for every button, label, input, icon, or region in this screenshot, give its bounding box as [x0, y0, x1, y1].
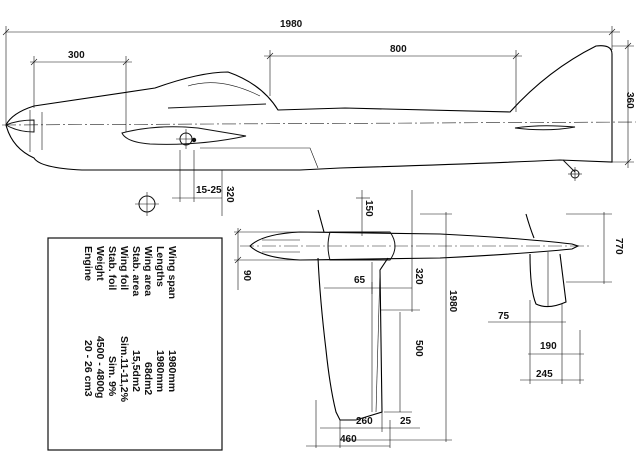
dim-height: 360: [624, 92, 635, 109]
spec-table: Wing span Lengths Wing area Stab. area W…: [82, 246, 178, 403]
spec-label-1: Wing span: [166, 246, 178, 299]
spec-value-3: 68dm2: [142, 362, 154, 395]
dim-top-span: 1980: [280, 19, 303, 30]
spec-label-4: Stab. area: [130, 246, 142, 296]
spec-table-frame: [47, 237, 223, 451]
dim-root-460: 460: [340, 434, 357, 445]
spec-label-6: Stab. foil: [106, 246, 118, 290]
dim-stab-75: 75: [498, 311, 510, 322]
dim-nose-to-cockpit: 300: [68, 50, 85, 61]
dim-cg-range: 15-25: [196, 185, 222, 196]
dim-stab-245: 245: [536, 369, 553, 380]
spec-value-6: Sim. 9%: [106, 356, 118, 397]
side-view: [1, 45, 637, 181]
spec-label-5: Wing foil: [118, 246, 130, 290]
dim-wing-500: 500: [413, 340, 424, 357]
dim-tip-25: 25: [400, 416, 412, 427]
dim-wing-rib-pos: 320: [224, 186, 235, 203]
dim-wing-chord-320: 320: [413, 268, 424, 285]
spec-value-8: 20 - 26 cm3: [82, 340, 94, 397]
spec-value-4: 15,5dm2: [130, 350, 142, 392]
dim-tip-260: 260: [356, 416, 373, 427]
dim-fus-width-90: 90: [241, 270, 252, 282]
top-dimensions: [234, 190, 612, 448]
spec-value-2: 1980mm: [154, 350, 166, 392]
spec-value-5: Sim.11-11,2%: [118, 336, 130, 403]
dim-tail-length: 800: [390, 44, 407, 55]
dim-wing-root-65: 65: [354, 275, 366, 286]
spec-value-7: 4500 - 4800g: [94, 336, 106, 398]
spec-label-3: Wing area: [142, 246, 154, 296]
dim-canopy-150: 150: [363, 200, 374, 217]
spec-label-8: Engine: [82, 246, 94, 281]
spec-label-2: Lengths: [154, 246, 166, 287]
side-dimensions: [2, 26, 634, 216]
top-view: [240, 209, 590, 421]
spec-label-7: Weight: [94, 246, 106, 281]
dim-stab-190: 190: [540, 341, 557, 352]
dim-span-1980: 1980: [447, 290, 458, 313]
spec-value-1: 1980mm: [166, 350, 178, 392]
dim-stab-770: 770: [613, 238, 624, 255]
